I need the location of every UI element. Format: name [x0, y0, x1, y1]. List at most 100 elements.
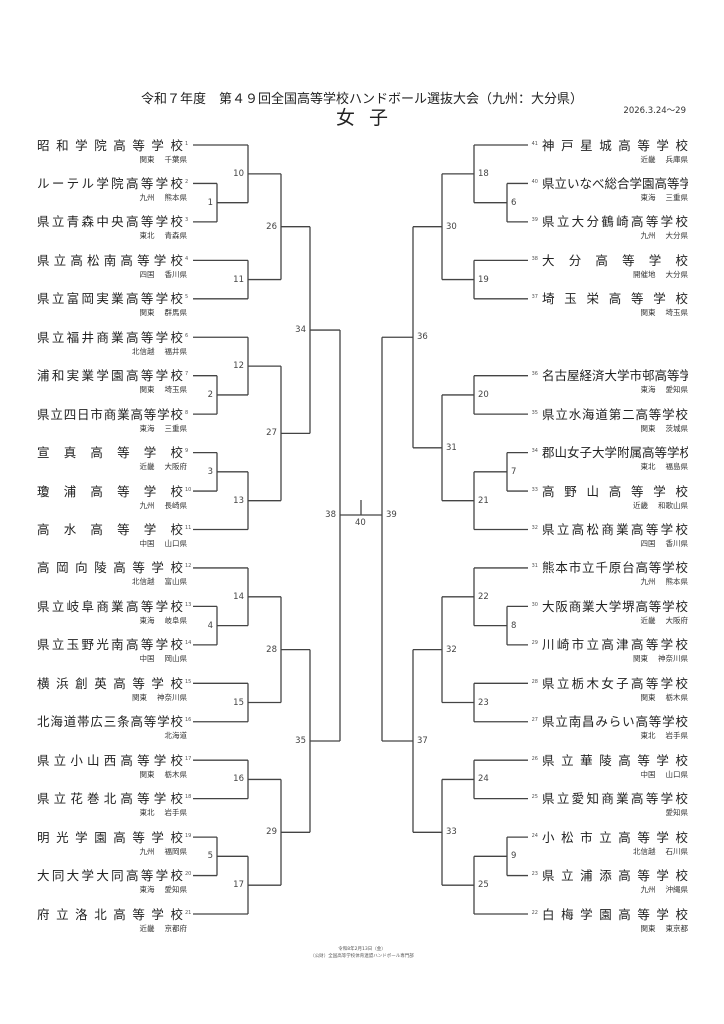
- match-number: 38: [325, 510, 336, 520]
- team-name: 川崎市立高津高等学校: [542, 637, 688, 653]
- team-draw-number: 24: [531, 832, 538, 839]
- team-name: 神戸星城高等学校: [542, 137, 688, 153]
- team-name: 名古屋経済大学市邨高等学校: [542, 368, 688, 384]
- team-region: 関東神奈川県: [132, 692, 187, 703]
- team-draw-number: 17: [185, 755, 192, 762]
- match-number: 25: [478, 880, 489, 891]
- team-name: 県立青森中央高等学校: [37, 214, 183, 230]
- prefecture: 千葉県: [164, 154, 188, 164]
- region-block: 東海: [640, 192, 656, 202]
- team-draw-number: 33: [531, 486, 538, 493]
- team-name: 県立愛知商業高等学校: [542, 791, 688, 807]
- match-number: 23: [478, 697, 489, 708]
- team-region: 東海三重県: [140, 423, 188, 434]
- team-name: 県立水海道第二高等学校: [542, 406, 688, 422]
- region-block: 関東: [139, 308, 155, 318]
- prefecture: 埼玉県: [665, 308, 689, 318]
- region-block: 中国: [139, 539, 155, 548]
- team-draw-number: 2: [185, 178, 189, 185]
- team-draw-number: 11: [185, 525, 192, 531]
- team-name: 県立いなべ総合学園高等学校: [542, 175, 688, 191]
- region-block: 北信越: [132, 577, 155, 587]
- region-block: 東海: [139, 423, 155, 433]
- region-block: 関東: [633, 654, 648, 664]
- team-name: 白梅学園高等学校: [542, 906, 688, 922]
- match-number: 6: [511, 197, 517, 208]
- final-match-number: 40: [355, 518, 366, 528]
- team-draw-number: 5: [185, 294, 189, 301]
- region-block: 開催地: [633, 269, 656, 279]
- team-name: 県立南昌みらい高等学校: [542, 714, 688, 730]
- team-name: 熊本市立千原台高等学校: [542, 560, 688, 576]
- match-number: 13: [233, 495, 244, 506]
- match-number: 32: [446, 644, 457, 655]
- match-number: 35: [295, 735, 306, 746]
- prefecture: 大分県: [665, 269, 689, 279]
- footer-date: 令和8年2月13日（金）: [338, 947, 386, 952]
- prefecture: 熊本県: [164, 192, 188, 202]
- team-name: 県立浦添高等学校: [542, 868, 688, 884]
- prefecture: 愛知県: [164, 885, 188, 895]
- region-block: 東北: [640, 462, 656, 472]
- prefecture: 岐阜県: [164, 615, 188, 625]
- team-region: 関東栃木県: [641, 692, 689, 703]
- region-block: 関東: [640, 923, 656, 933]
- region-block: 九州: [139, 846, 155, 856]
- region-block: 四国: [139, 269, 155, 279]
- match-number: 11: [233, 274, 244, 285]
- region-block: 近畿: [640, 154, 656, 164]
- team-region: 九州熊本県: [140, 192, 188, 203]
- team-region: 東海愛知県: [140, 884, 188, 895]
- team-entry: 40県立いなべ総合学園高等学校東海三重県: [530, 176, 688, 206]
- prefecture: 岡山県: [164, 654, 188, 664]
- match-number: 16: [233, 774, 244, 785]
- division-title: 女子: [335, 107, 402, 129]
- match-number: 31: [446, 442, 457, 453]
- match-number: 21: [478, 495, 489, 506]
- team-region: 東海岐阜県: [140, 615, 188, 626]
- region-block: 東北: [139, 231, 155, 241]
- team-draw-number: 20: [185, 871, 192, 878]
- team-region: 関東栃木県: [140, 769, 188, 780]
- region-block: 近畿: [139, 923, 155, 933]
- team-draw-number: 37: [531, 294, 538, 301]
- match-number: 20: [478, 389, 489, 400]
- prefecture: 神奈川県: [157, 692, 187, 702]
- team-name: 県立花巻北高等学校: [37, 791, 183, 807]
- team-region: 東北福島県: [641, 461, 689, 472]
- team-draw-number: 32: [531, 525, 538, 531]
- team-draw-number: 12: [185, 563, 192, 570]
- region-block: 北信越: [633, 846, 656, 856]
- team-region: 近畿大阪府: [641, 615, 689, 626]
- region-block: 九州: [640, 231, 656, 241]
- team-draw-number: 8: [185, 409, 189, 416]
- team-region: 北海道: [155, 730, 188, 741]
- team-name: 小松市立高等学校: [542, 829, 688, 845]
- team-name: 明光学園高等学校: [37, 829, 183, 845]
- team-region: 東海三重県: [641, 192, 689, 203]
- prefecture: 大分県: [665, 231, 689, 241]
- match-number: 7: [511, 466, 517, 477]
- team-draw-number: 34: [531, 448, 538, 455]
- match-number: 12: [233, 361, 244, 372]
- team-name: 宣真高等学校: [37, 445, 183, 461]
- team-draw-number: 31: [531, 563, 538, 570]
- region-block: 関東: [139, 385, 155, 395]
